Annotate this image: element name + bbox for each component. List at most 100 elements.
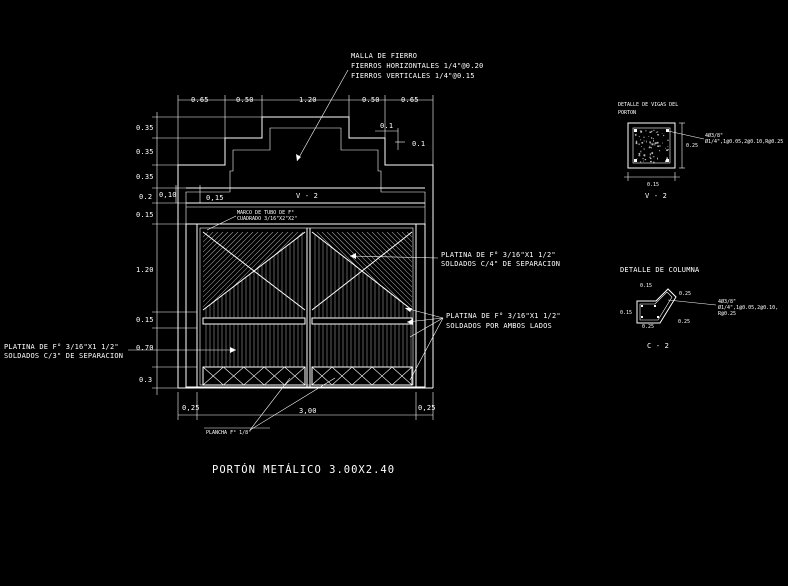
hatch-line <box>312 232 313 310</box>
concrete-speckle <box>666 149 668 151</box>
detail-columna-title: DETALLE DE COLUMNA <box>620 266 700 274</box>
hatch-line <box>351 366 373 386</box>
detail-columna-d2: 0.25 <box>679 291 691 297</box>
concrete-speckle <box>665 160 667 163</box>
detail-columna-d3: 0.15 <box>620 310 632 316</box>
detail-viga-note-1: 4Ø3/8" <box>705 132 723 139</box>
hatch-line <box>312 232 363 310</box>
dimension-small: 0.1 0.1 <box>375 122 425 150</box>
hatch-line <box>203 232 279 310</box>
hatch-line <box>264 366 285 386</box>
hatch-line <box>386 232 412 310</box>
dim-bottom-left: 0,25 <box>182 404 200 412</box>
hatch-line <box>48 232 138 322</box>
dim-bottom-mid: 3,00 <box>299 407 317 415</box>
hatch-line <box>33 232 123 322</box>
hatch-line <box>203 232 244 310</box>
concrete-speckle <box>638 143 641 145</box>
note-platina-a-1: PLATINA DE F° 3/16"X1 1/2" <box>441 251 556 259</box>
detail-columna-label: C - 2 <box>647 342 669 350</box>
hatch-line <box>78 232 168 322</box>
concrete-speckle <box>635 141 638 144</box>
detail-viga-dim-w: 0.15 <box>647 182 659 188</box>
dim-small-a: 0.1 <box>380 122 393 130</box>
dim-small-b: 0.1 <box>412 140 425 148</box>
hatch-line <box>311 366 333 386</box>
hatch-line <box>312 232 378 310</box>
dim-left-7: 0.15 <box>136 316 154 324</box>
dim-left-8: 0.70 <box>136 344 154 352</box>
concrete-speckle <box>643 148 645 150</box>
note-plancha: PLANCHA F° 1/8" <box>206 430 251 436</box>
concrete-speckle <box>649 131 652 133</box>
concrete-speckle <box>638 136 640 138</box>
detail-columna-note-3: R@0.25 <box>718 311 736 317</box>
concrete-speckle <box>634 134 637 136</box>
hatch-line <box>432 232 522 322</box>
concrete-speckle <box>650 142 652 145</box>
note-marco-1: MARCO DE TUBO DE F° <box>237 210 294 216</box>
concrete-speckle <box>655 142 657 144</box>
dim-left-1: 0.35 <box>136 124 154 132</box>
hatch-line <box>381 232 412 310</box>
hatch-line <box>346 232 412 310</box>
hatch-line <box>427 232 517 322</box>
dim-top-1: 0.65 <box>191 96 209 104</box>
concrete-speckle <box>653 139 654 142</box>
note-malla-3: FIERROS VERTICALES 1/4"@0.15 <box>351 72 475 80</box>
concrete-speckle <box>661 133 663 135</box>
concrete-speckle <box>649 145 651 148</box>
detail-columna-d4: 0.25 <box>642 324 654 330</box>
hatch-line <box>203 232 274 310</box>
hatch-line <box>88 232 178 322</box>
concrete-speckle <box>659 150 661 152</box>
annotations: MALLA DE FIERRO FIERROS HORIZONTALES 1/4… <box>4 52 561 436</box>
concrete-speckle <box>657 134 659 135</box>
hatch-line <box>447 232 537 322</box>
concrete-speckle <box>652 138 654 140</box>
detail-columna-d5: 0.25 <box>678 319 690 325</box>
hatch-line <box>376 232 412 310</box>
concrete-speckle <box>649 153 651 156</box>
hatch-line <box>284 366 306 386</box>
concrete-speckle <box>659 145 661 147</box>
hatch-line <box>43 232 133 322</box>
dimension-left: 0.35 0.35 0.35 0.2 0.15 1.20 0.15 0.70 0… <box>136 112 262 395</box>
hatch-line <box>202 232 292 322</box>
hatch-line <box>391 232 412 310</box>
hatch-line <box>58 232 148 322</box>
concrete-speckle <box>650 147 652 148</box>
concrete-speckle <box>656 141 659 144</box>
concrete-speckle <box>643 160 644 162</box>
hatch-line <box>103 232 193 322</box>
hatch-line <box>203 232 259 310</box>
hatch-line <box>417 232 507 322</box>
dim-top-5: 0.65 <box>401 96 419 104</box>
detail-viga-title-2: PORTON <box>618 110 636 116</box>
concrete-speckle <box>653 129 655 131</box>
concrete-speckle <box>652 156 655 158</box>
detail-columna-d1: 0.15 <box>640 283 652 289</box>
hatch-line <box>0 232 83 322</box>
concrete-speckle <box>667 149 669 151</box>
concrete-speckle <box>638 152 641 155</box>
gate-frame <box>177 116 434 389</box>
hatch-line <box>203 232 294 310</box>
hatch-line <box>312 232 338 310</box>
dim-left-4: 0.2 <box>139 193 152 201</box>
hatch-line <box>18 232 108 322</box>
hatch-line <box>203 232 209 310</box>
hatch-line <box>203 232 224 310</box>
concrete-speckle <box>638 155 641 157</box>
concrete-speckle <box>667 139 669 141</box>
concrete-speckle <box>651 143 654 146</box>
concrete-speckle <box>641 142 644 144</box>
hatch-line <box>442 232 532 322</box>
concrete-speckle <box>642 158 644 160</box>
concrete-speckle <box>651 152 654 155</box>
hatch-line <box>203 232 289 310</box>
concrete-speckle <box>665 147 666 149</box>
concrete-speckle <box>648 136 650 137</box>
hatch-line <box>356 232 412 310</box>
